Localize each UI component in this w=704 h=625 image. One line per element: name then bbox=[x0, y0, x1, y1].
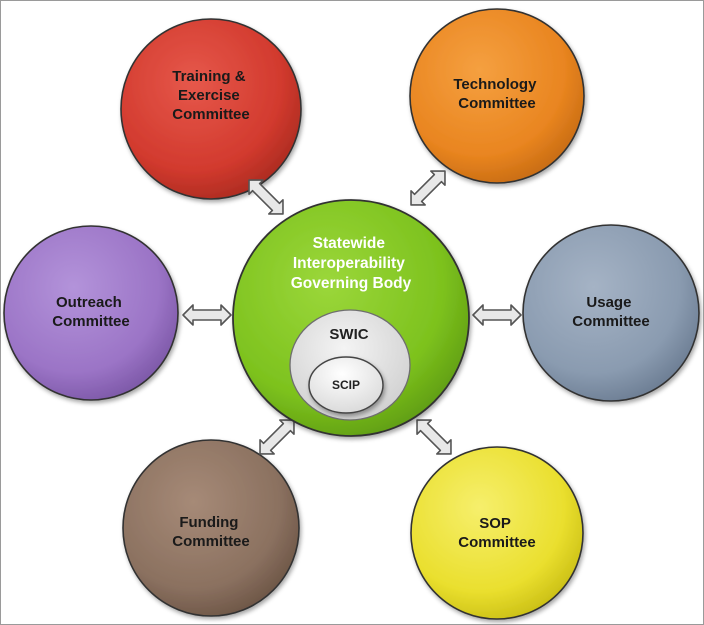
arrow-outreach bbox=[182, 304, 232, 326]
training-committee-label-line-2: Exercise bbox=[178, 87, 240, 104]
outreach-committee: Outreach Committee bbox=[3, 225, 179, 401]
svg-text:Technology Committee: Technology Committee bbox=[453, 76, 540, 112]
funding-committee: Funding Committee bbox=[122, 439, 300, 617]
governing-body-label-line-2: Interoperability bbox=[293, 255, 405, 272]
swic-label: SWIC bbox=[329, 326, 368, 343]
svg-text:Statewide Interoperabili: Statewide Interoperability Governing Bod… bbox=[291, 235, 412, 292]
technology-committee: Technology Committee bbox=[409, 8, 585, 184]
usage-committee-label-line-1: Usage bbox=[586, 294, 631, 311]
funding-committee-label-line-2: Committee bbox=[172, 533, 250, 550]
scip-node: SCIP bbox=[308, 356, 384, 414]
svg-text:Funding Committee: Funding Committee bbox=[172, 514, 250, 550]
training-committee-label-line-3: Committee bbox=[172, 106, 250, 123]
governing-body-label-line-3: Governing Body bbox=[291, 275, 412, 292]
training-committee-label-line-1: Training & bbox=[172, 68, 246, 85]
scip-label: SCIP bbox=[332, 378, 360, 392]
outreach-committee-label-line-1: Outreach bbox=[56, 294, 122, 311]
funding-committee-label-line-1: Funding bbox=[179, 514, 238, 531]
outreach-committee-label-line-2: Committee bbox=[52, 313, 130, 330]
governing-body: Statewide Interoperability Governing Bod… bbox=[232, 199, 470, 437]
technology-committee-label-line-2: Committee bbox=[458, 95, 536, 112]
arrow-sop bbox=[416, 419, 452, 455]
svg-text:SOP Committee: SOP Committee bbox=[458, 515, 536, 551]
governing-body-label-line-1: Statewide bbox=[313, 235, 386, 252]
arrow-training bbox=[248, 179, 284, 215]
svg-text:Usage Committee: Usage Committee bbox=[572, 294, 650, 330]
svg-text:Training & Exercise: Training & Exercise Committee bbox=[172, 68, 250, 123]
technology-committee-label-line-1: Technology bbox=[453, 76, 537, 93]
sop-committee-label-line-1: SOP bbox=[479, 515, 511, 532]
arrow-usage bbox=[472, 304, 522, 326]
usage-committee: Usage Committee bbox=[522, 224, 700, 402]
training-committee: Training & Exercise Committee bbox=[120, 18, 302, 200]
sop-committee: SOP Committee bbox=[410, 446, 584, 620]
svg-text:Outreach Committee: Outreach Committee bbox=[52, 294, 130, 330]
arrow-technology bbox=[410, 170, 446, 206]
sop-committee-label-line-2: Committee bbox=[458, 534, 536, 551]
usage-committee-label-line-2: Committee bbox=[572, 313, 650, 330]
